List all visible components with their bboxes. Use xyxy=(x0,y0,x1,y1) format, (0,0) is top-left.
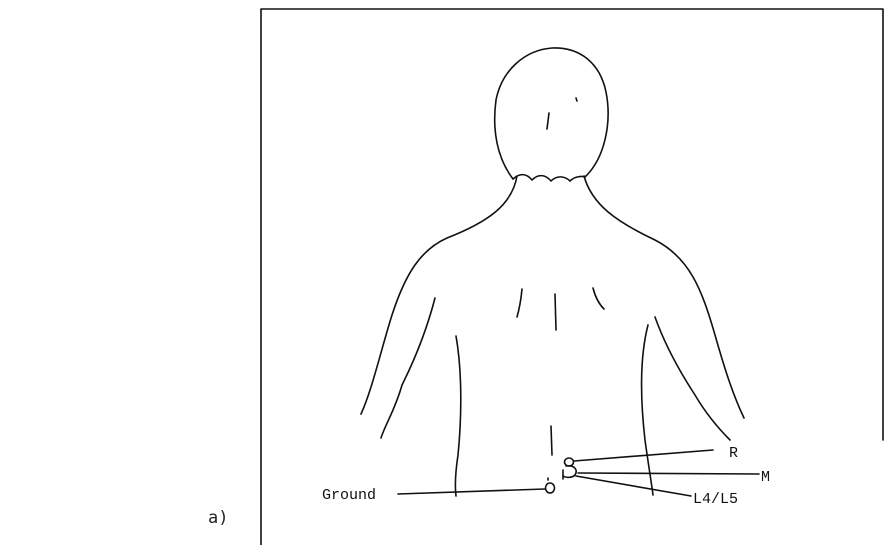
right-scapula-mark xyxy=(593,288,604,309)
electrode-r xyxy=(565,458,574,466)
label-ground: Ground xyxy=(322,487,376,504)
left-scapula-mark xyxy=(517,289,522,317)
ground-leader-line xyxy=(398,489,545,494)
ear-mark xyxy=(547,113,549,129)
left-neck-shoulder xyxy=(361,176,517,414)
hairline xyxy=(513,175,585,181)
right-neck-shoulder xyxy=(584,176,744,418)
label-r: R xyxy=(729,445,738,462)
ear-dot xyxy=(576,98,577,101)
left-torso-side xyxy=(455,336,460,496)
electrode-m xyxy=(563,466,576,478)
m-leader-line xyxy=(578,473,759,474)
electrode-ground xyxy=(546,483,555,493)
head-outline xyxy=(495,48,608,179)
spine-lower xyxy=(551,426,552,455)
spine-upper xyxy=(555,294,556,330)
right-torso-side xyxy=(642,325,653,495)
label-l4l5: L4/L5 xyxy=(693,491,738,508)
l4l5-leader-line xyxy=(576,476,691,496)
right-arm-inner xyxy=(655,317,730,440)
left-arm-inner xyxy=(381,298,435,438)
label-m: M xyxy=(761,469,770,486)
r-leader-line xyxy=(574,450,713,461)
